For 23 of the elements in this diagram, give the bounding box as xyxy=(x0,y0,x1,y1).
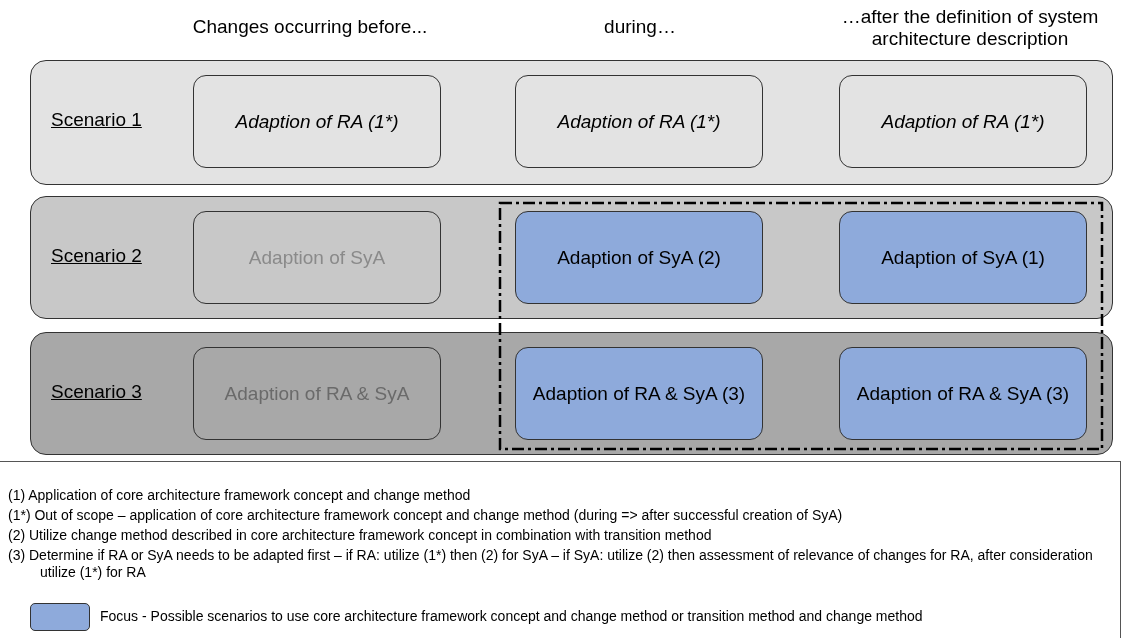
column-header: Changes occurring before... xyxy=(191,16,429,38)
process-box: Adaption of SyA xyxy=(193,211,441,304)
process-box: Adaption of RA (1*) xyxy=(515,75,763,168)
footnote: (2) Utilize change method described in core architecture framework concept in combination with transition method xyxy=(8,527,713,544)
scenario-label: Scenario 2 xyxy=(51,245,142,267)
scenario-band xyxy=(30,196,1113,319)
footnote: (1*) Out of scope – application of core architecture framework concept and change method (during => after successful creation of SyA) xyxy=(8,507,844,524)
process-box: Adaption of RA & SyA (3) xyxy=(515,347,763,440)
process-box: Adaption of SyA (1) xyxy=(839,211,1087,304)
process-box: Adaption of RA & SyA (3) xyxy=(839,347,1087,440)
footnote: (3) Determine if RA or SyA needs to be adapted first – if RA: utilize (1*) then (2) for SyA – if SyA: utilize (2) then assessment of relevance of changes for RA, after consideration utilize (1*) for RA xyxy=(8,547,1094,581)
column-header: …after the definition of system architecture description xyxy=(840,6,1100,50)
column-header: during… xyxy=(603,16,677,38)
scenario-band xyxy=(30,332,1113,455)
legend-text: Focus - Possible scenarios to use core architecture framework concept and change method or transition method and change method xyxy=(100,608,924,624)
process-box: Adaption of RA (1*) xyxy=(193,75,441,168)
scenario-label: Scenario 3 xyxy=(51,381,142,403)
process-box: Adaption of SyA (2) xyxy=(515,211,763,304)
scenario-label: Scenario 1 xyxy=(51,109,142,131)
process-box: Adaption of RA & SyA xyxy=(193,347,441,440)
scenario-band xyxy=(30,60,1113,185)
process-box: Adaption of RA (1*) xyxy=(839,75,1087,168)
footnote: (1) Application of core architecture framework concept and change method xyxy=(8,487,472,504)
